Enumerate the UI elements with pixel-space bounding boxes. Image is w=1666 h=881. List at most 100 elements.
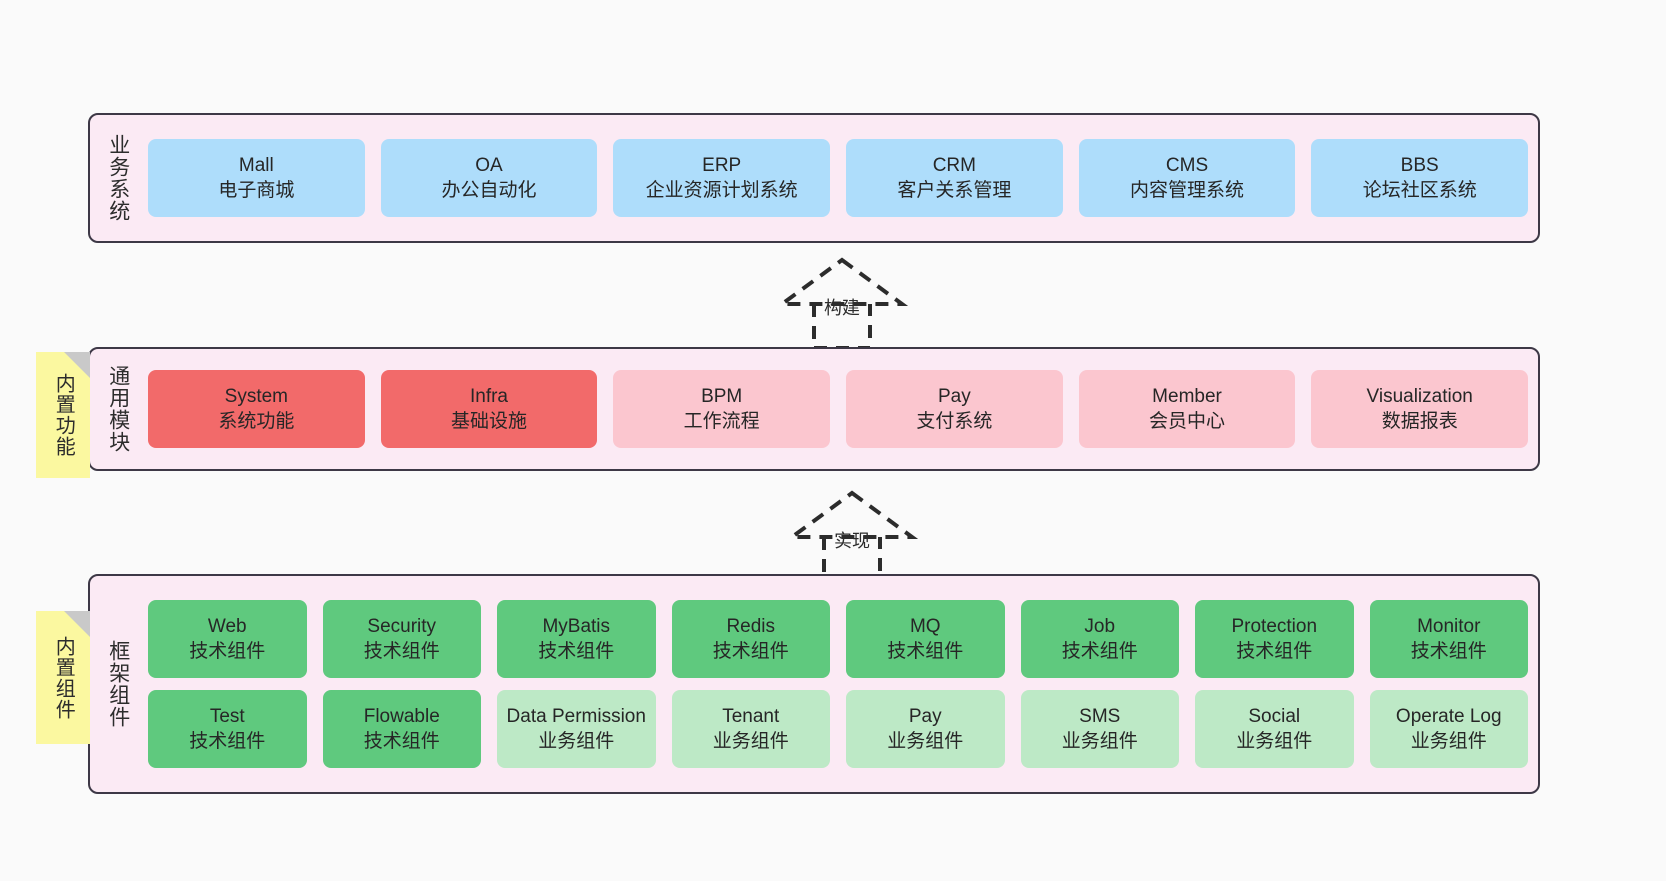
card-title: Social: [1248, 705, 1301, 727]
card-operate-log[interactable]: Operate Log 业务组件: [1369, 690, 1528, 768]
connector-build-label: 构建: [824, 298, 860, 318]
card-subtitle: 技术组件: [1061, 641, 1138, 662]
card-visualization[interactable]: Visualization 数据报表: [1311, 370, 1529, 448]
card-title: OA: [475, 154, 503, 176]
card-subtitle: 技术组件: [1236, 641, 1313, 662]
card-title: MQ: [909, 615, 941, 637]
layer-label-business-systems: 业务系统: [106, 134, 130, 222]
card-subtitle: 业务组件: [1061, 731, 1138, 752]
card-web[interactable]: Web 技术组件: [148, 600, 307, 678]
card-redis[interactable]: Redis 技术组件: [671, 600, 830, 678]
card-title: Pay: [908, 705, 942, 727]
card-title: BBS: [1400, 154, 1439, 176]
card-erp[interactable]: ERP 企业资源计划系统: [613, 139, 831, 217]
card-title: Monitor: [1417, 615, 1481, 637]
card-monitor[interactable]: Monitor 技术组件: [1369, 600, 1528, 678]
card-group-common: System 系统功能 Infra 基础设施 BPM 工作流程 Pay 支付系统…: [140, 357, 1529, 461]
sticky-note-builtin-features: 内置功能: [36, 352, 90, 478]
card-title: Infra: [469, 385, 509, 407]
card-mq[interactable]: MQ 技术组件: [846, 600, 1005, 678]
card-cms[interactable]: CMS 内容管理系统: [1078, 139, 1296, 217]
card-title: Test: [209, 705, 245, 727]
card-test[interactable]: Test 技术组件: [148, 690, 307, 768]
card-subtitle: 技术组件: [712, 641, 789, 662]
layer-business-systems: 业务系统 Mall 电子商城 OA 办公自动化 ERP 企业资源计划系统 CRM…: [88, 113, 1540, 243]
card-title: Web: [207, 615, 247, 637]
card-title: CRM: [932, 154, 976, 176]
card-bpm[interactable]: BPM 工作流程: [613, 370, 831, 448]
card-subtitle: 业务组件: [538, 731, 615, 752]
card-subtitle: 客户关系管理: [897, 180, 1012, 201]
card-title: Visualization: [1366, 385, 1473, 407]
card-social[interactable]: Social 业务组件: [1195, 690, 1354, 768]
card-mybatis[interactable]: MyBatis 技术组件: [497, 600, 656, 678]
card-member[interactable]: Member 会员中心: [1078, 370, 1296, 448]
card-subtitle: 支付系统: [916, 411, 993, 432]
card-title: SMS: [1079, 705, 1121, 727]
card-sms[interactable]: SMS 业务组件: [1020, 690, 1179, 768]
card-title: Data Permission: [506, 705, 646, 727]
card-title: Tenant: [722, 705, 780, 727]
card-title: CMS: [1165, 154, 1209, 176]
card-subtitle: 内容管理系统: [1130, 180, 1245, 201]
card-title: Member: [1152, 385, 1222, 407]
card-subtitle: 技术组件: [363, 731, 440, 752]
layer-framework-components: 框架组件 Web 技术组件 Security 技术组件 MyBatis 技术组件…: [88, 574, 1540, 794]
card-subtitle: 技术组件: [887, 641, 964, 662]
card-oa[interactable]: OA 办公自动化: [380, 139, 598, 217]
layer-label-common-modules: 通用模块: [106, 365, 130, 453]
card-system[interactable]: System 系统功能: [148, 370, 365, 448]
card-title: MyBatis: [542, 615, 611, 637]
card-subtitle: 技术组件: [363, 641, 440, 662]
card-protection[interactable]: Protection 技术组件: [1195, 600, 1354, 678]
card-crm[interactable]: CRM 客户关系管理: [846, 139, 1063, 217]
card-subtitle: 企业资源计划系统: [645, 180, 798, 201]
card-subtitle: 业务组件: [1236, 731, 1313, 752]
card-title: Flowable: [363, 705, 440, 727]
card-title: Mall: [238, 154, 274, 176]
card-subtitle: 技术组件: [189, 731, 266, 752]
card-job[interactable]: Job 技术组件: [1020, 600, 1179, 678]
card-subtitle: 业务组件: [712, 731, 789, 752]
card-subtitle: 业务组件: [887, 731, 964, 752]
card-group-framework: Web 技术组件 Security 技术组件 MyBatis 技术组件 Redi…: [140, 584, 1528, 784]
card-subtitle: 工作流程: [683, 411, 760, 432]
connector-build: 构建: [752, 256, 932, 352]
card-infra[interactable]: Infra 基础设施: [380, 370, 598, 448]
card-title: Protection: [1231, 615, 1318, 637]
card-subtitle: 系统功能: [218, 411, 295, 432]
card-security[interactable]: Security 技术组件: [322, 600, 481, 678]
sticky-note-builtin-components: 内置组件: [36, 611, 90, 744]
card-subtitle: 数据报表: [1381, 411, 1458, 432]
card-pay-module[interactable]: Pay 支付系统: [846, 370, 1063, 448]
card-bbs[interactable]: BBS 论坛社区系统: [1311, 139, 1529, 217]
connector-implement-label: 实现: [834, 531, 870, 551]
card-pay-component[interactable]: Pay 业务组件: [846, 690, 1005, 768]
card-flowable[interactable]: Flowable 技术组件: [322, 690, 481, 768]
card-tenant[interactable]: Tenant 业务组件: [671, 690, 830, 768]
card-title: Pay: [937, 385, 971, 407]
card-title: BPM: [701, 385, 743, 407]
card-title: Redis: [726, 615, 776, 637]
card-subtitle: 技术组件: [1410, 641, 1487, 662]
card-row: Test 技术组件 Flowable 技术组件 Data Permission …: [148, 690, 1528, 768]
card-subtitle: 会员中心: [1149, 411, 1226, 432]
card-subtitle: 基础设施: [451, 411, 528, 432]
card-subtitle: 电子商城: [218, 180, 295, 201]
card-mall[interactable]: Mall 电子商城: [148, 139, 365, 217]
card-subtitle: 技术组件: [538, 641, 615, 662]
card-row: Mall 电子商城 OA 办公自动化 ERP 企业资源计划系统 CRM 客户关系…: [148, 139, 1529, 217]
card-title: ERP: [702, 154, 742, 176]
connector-implement: 实现: [762, 489, 942, 585]
card-title: System: [224, 385, 289, 407]
card-title: Security: [367, 615, 437, 637]
card-group-business: Mall 电子商城 OA 办公自动化 ERP 企业资源计划系统 CRM 客户关系…: [140, 123, 1529, 233]
card-title: Job: [1084, 615, 1116, 637]
card-subtitle: 论坛社区系统: [1362, 180, 1477, 201]
card-subtitle: 技术组件: [189, 641, 266, 662]
card-title: Operate Log: [1395, 705, 1502, 727]
layer-label-framework-components: 框架组件: [106, 640, 130, 728]
card-data-permission[interactable]: Data Permission 业务组件: [497, 690, 656, 768]
card-subtitle: 业务组件: [1410, 731, 1487, 752]
